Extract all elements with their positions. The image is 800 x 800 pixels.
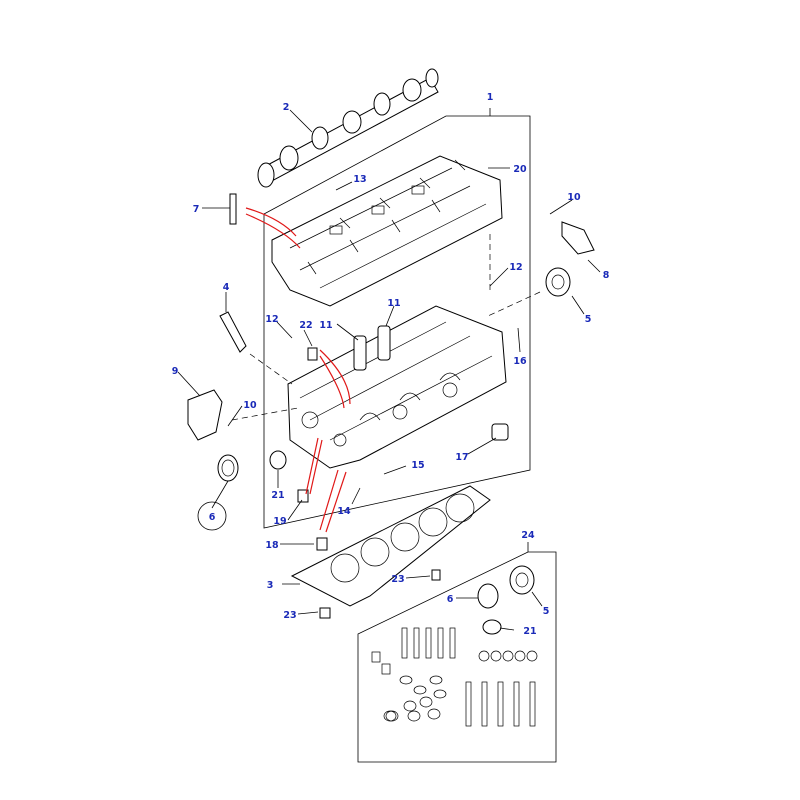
seal-6-lower-left [217,454,239,482]
callout-12-left: 12 [265,314,278,325]
callout-8: 8 [603,270,610,281]
callout-18: 18 [265,540,279,551]
bolt-set [371,627,538,727]
callout-16: 16 [513,356,527,367]
callout-20: 20 [513,164,527,175]
callout-21-right: 21 [523,626,536,637]
callout-labels: 1 2 3 4 5 5 6 6 7 8 9 10 10 11 11 12 12 … [172,92,610,637]
callout-15: 15 [411,460,424,471]
callout-11-right: 11 [387,298,400,309]
cylinder-head [287,305,507,469]
callout-7: 7 [193,204,200,215]
callout-14: 14 [337,506,351,517]
callout-12-right: 12 [509,262,522,273]
callout-4: 4 [223,282,230,293]
callout-6-highlighted: 6 [209,512,216,523]
tube-17 [491,423,509,441]
head-gasket [290,485,491,607]
lifters-11 [353,325,391,371]
callout-1: 1 [487,92,494,103]
callout-5-upper: 5 [585,314,592,325]
callout-17: 17 [455,452,468,463]
bolt-7 [229,193,237,225]
callout-2: 2 [283,102,290,113]
highlight-circle [197,501,227,531]
callout-23-lower: 23 [283,610,296,621]
callout-9: 9 [172,366,179,377]
plug-21-left [269,450,287,470]
red-highlight-lines [245,207,351,533]
bracket-9 [187,389,223,441]
assembly-bracket-1 [263,108,531,529]
camshaft-carrier [271,155,503,307]
callout-10-left: 10 [243,400,257,411]
seal-5-upper [545,267,571,297]
camshaft [257,68,439,188]
callout-23-upper: 23 [391,574,404,585]
callout-11-left: 11 [319,320,332,331]
assembly-lines [231,232,541,421]
callout-24: 24 [521,530,535,541]
dowels [297,347,441,619]
injector-4 [219,311,247,353]
callout-21-left: 21 [271,490,284,501]
callout-5-lower: 5 [543,606,550,617]
callout-6-lower: 6 [447,594,454,605]
callout-13: 13 [353,174,366,185]
leader-lines [177,109,601,631]
assembly-bracket-24 [357,542,557,763]
seal-kit [477,565,535,635]
callout-19: 19 [273,516,286,527]
callout-10-right: 10 [567,192,581,203]
callout-22: 22 [299,320,312,331]
callout-3: 3 [267,580,274,591]
bracket-8 [561,221,595,255]
